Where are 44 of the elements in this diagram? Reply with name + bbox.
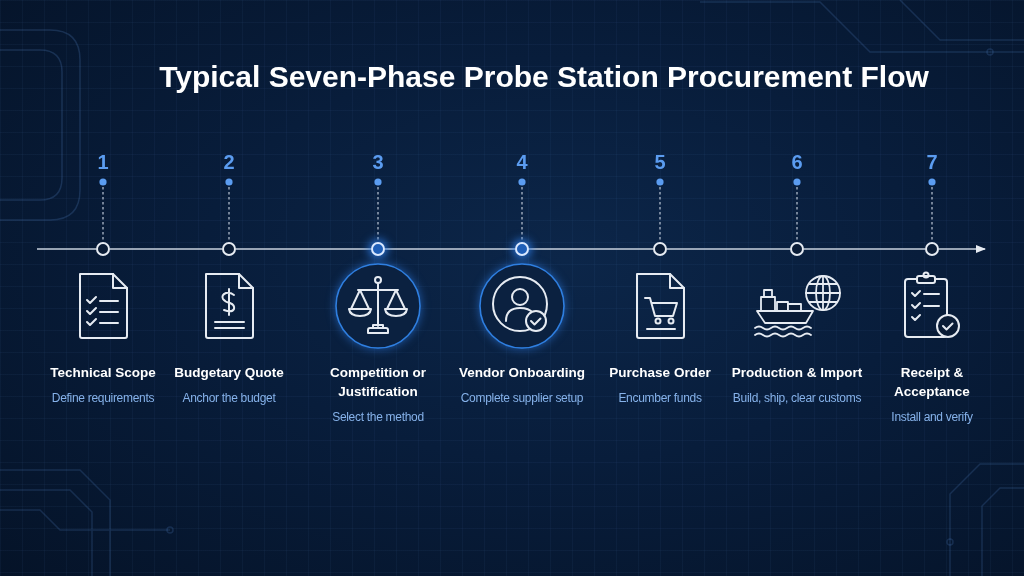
step-title: Receipt & Acceptance <box>893 364 971 401</box>
timeline-arrow <box>938 245 986 253</box>
dotted-leader-line <box>793 178 801 243</box>
step-number: 3 <box>362 150 394 176</box>
timeline-line <box>803 248 926 250</box>
dotted-leader-line <box>225 178 233 243</box>
dotted-leader-line <box>928 178 936 243</box>
step-title: Vendor Onboarding <box>459 364 585 382</box>
step-description: Define requirements <box>51 390 155 406</box>
step-title: Purchase Order <box>609 364 711 382</box>
step-description: Anchor the budget <box>182 390 276 406</box>
step-description: Select the method <box>332 409 424 425</box>
timeline-line <box>384 248 516 250</box>
step-title: Technical Scope <box>50 364 156 382</box>
timeline-line <box>235 248 372 250</box>
step-number: 7 <box>916 150 948 176</box>
timeline-marker <box>790 242 804 256</box>
step-title: Budgetary Quote <box>174 364 284 382</box>
dotted-leader-line <box>518 178 526 243</box>
step-number: 2 <box>213 150 245 176</box>
step-number: 4 <box>506 150 538 176</box>
step-description: Encumber funds <box>618 390 702 406</box>
timeline-marker <box>925 242 939 256</box>
timeline-marker <box>96 242 110 256</box>
timeline-line <box>666 248 791 250</box>
timeline-marker <box>222 242 236 256</box>
step-number: 1 <box>87 150 119 176</box>
step-description: Build, ship, clear customs <box>732 390 862 406</box>
step-number: 6 <box>781 150 813 176</box>
step-title: Production & Import <box>731 364 863 382</box>
timeline-line <box>109 248 223 250</box>
dotted-leader-line <box>99 178 107 243</box>
timeline-marker <box>371 242 385 256</box>
step-title: Competition or Justification <box>329 364 427 401</box>
step-number: 5 <box>644 150 676 176</box>
timeline-line <box>528 248 654 250</box>
step-description: Complete supplier setup <box>460 390 584 406</box>
dotted-leader-line <box>656 178 664 243</box>
step-description: Install and verify <box>891 409 973 425</box>
timeline-marker <box>515 242 529 256</box>
timeline-marker <box>653 242 667 256</box>
timeline-line <box>36 248 97 250</box>
dotted-leader-line <box>374 178 382 243</box>
diagram-title: Typical Seven-Phase Probe Station Procurement Flow <box>158 60 930 94</box>
